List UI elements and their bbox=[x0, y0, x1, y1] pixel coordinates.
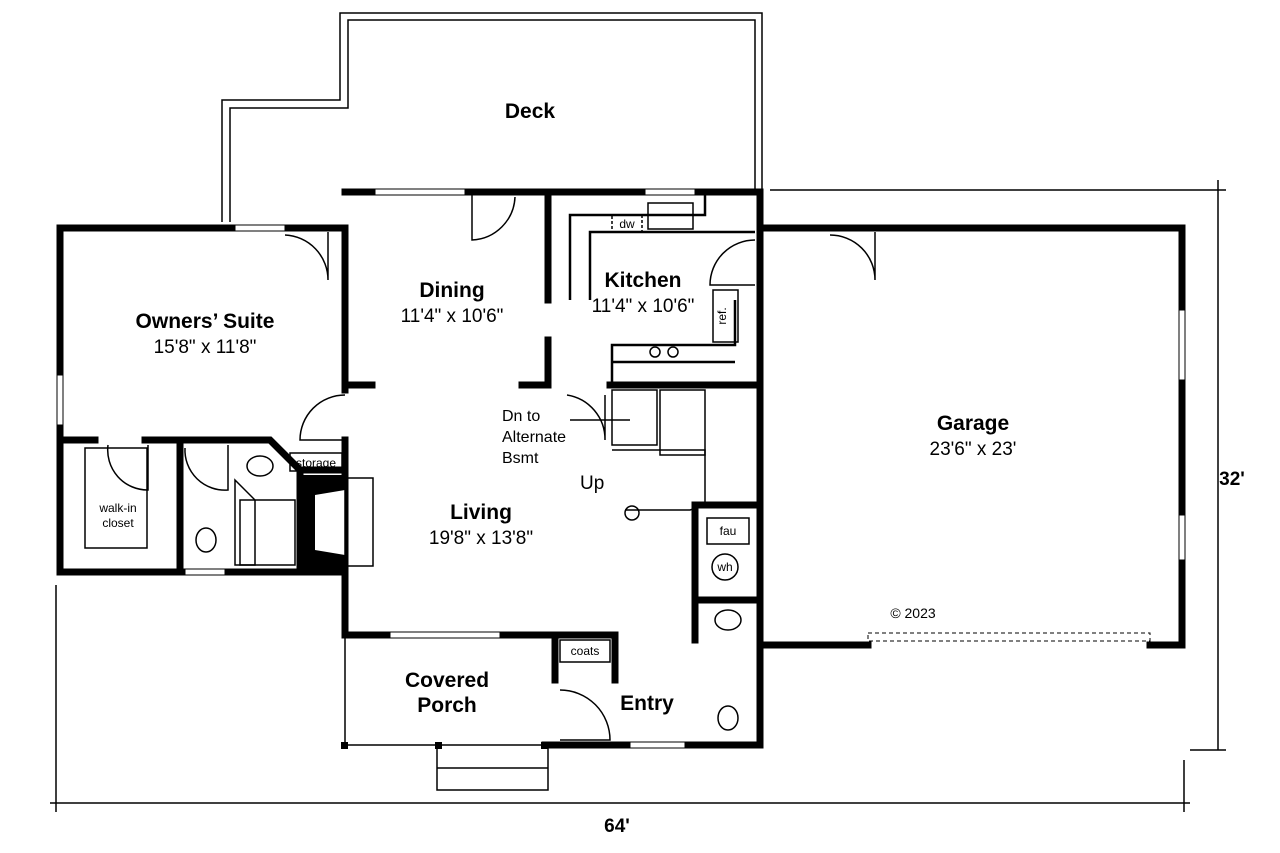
main-house-walls bbox=[296, 188, 764, 749]
room-label-kitchen: Kitchen bbox=[604, 269, 681, 292]
furnace-label: fau bbox=[720, 524, 737, 538]
room-size-garage: 23'6" x 23' bbox=[930, 439, 1017, 460]
window bbox=[374, 188, 466, 196]
dimension-lines bbox=[50, 180, 1226, 812]
refrigerator-label: ref. bbox=[715, 307, 729, 324]
window bbox=[629, 741, 686, 749]
kitchen-counters bbox=[568, 195, 755, 385]
fireplace bbox=[300, 475, 374, 570]
room-size-dining: 11'4" x 10'6" bbox=[401, 306, 504, 327]
room-label-entry: Entry bbox=[620, 692, 674, 715]
toilet bbox=[717, 705, 739, 731]
covered-porch-outline bbox=[341, 635, 549, 791]
room-size-owners-suite: 15'8" x 11'8" bbox=[154, 337, 257, 358]
doors bbox=[106, 195, 876, 741]
stairs bbox=[570, 389, 706, 521]
room-label-deck: Deck bbox=[505, 100, 556, 123]
window bbox=[234, 224, 286, 232]
walk-in-closet-label-1: walk-in bbox=[98, 501, 136, 515]
width-dimension: 64' bbox=[604, 816, 630, 837]
stairs-down-label-3: Bsmt bbox=[502, 450, 539, 467]
water-heater-label: wh bbox=[716, 560, 732, 574]
copyright: © 2023 bbox=[890, 605, 936, 621]
garage-door bbox=[867, 632, 1151, 642]
window bbox=[389, 631, 501, 639]
walk-in-closet-label-2: closet bbox=[102, 516, 134, 530]
room-label-garage: Garage bbox=[937, 412, 1009, 435]
window bbox=[184, 568, 226, 576]
depth-dimension: 32' bbox=[1219, 469, 1245, 490]
window bbox=[644, 188, 696, 196]
garage-walls bbox=[756, 224, 1186, 649]
window bbox=[56, 374, 64, 426]
toilet bbox=[195, 527, 217, 553]
room-size-kitchen: 11'4" x 10'6" bbox=[592, 296, 695, 317]
room-label-covered-porch-1: Covered bbox=[405, 669, 489, 692]
sink bbox=[714, 609, 742, 631]
stairs-up-label: Up bbox=[580, 473, 604, 494]
deck-outline bbox=[221, 12, 763, 222]
dishwasher-label: dw bbox=[619, 217, 635, 231]
room-label-owners-suite: Owners’ Suite bbox=[136, 310, 275, 333]
bath-fixtures bbox=[84, 447, 750, 731]
room-size-living: 19'8" x 13'8" bbox=[429, 528, 533, 549]
room-label-covered-porch-2: Porch bbox=[417, 694, 477, 717]
stairs-down-label-1: Dn to bbox=[502, 408, 540, 425]
coats-label: coats bbox=[571, 644, 600, 658]
room-label-living: Living bbox=[450, 501, 512, 524]
room-label-dining: Dining bbox=[419, 279, 484, 302]
stairs-down-label-2: Alternate bbox=[502, 429, 566, 446]
storage-label: storage bbox=[296, 456, 336, 470]
